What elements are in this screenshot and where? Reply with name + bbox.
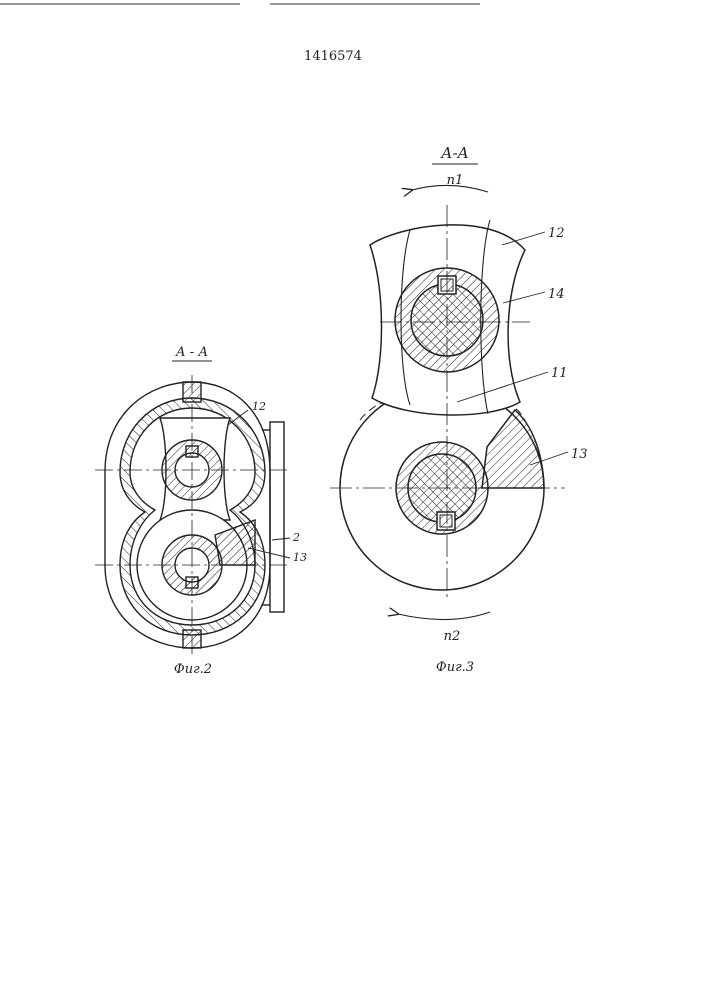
- fig2-caption: Фиг.2: [174, 662, 212, 677]
- fig2-label-12: 12: [252, 400, 266, 413]
- fig3-caption: Фиг.3: [436, 660, 474, 675]
- fig3-label-14: 14: [548, 287, 565, 302]
- fig3-rotation-bottom: n2: [444, 629, 461, 644]
- fig3-label-11: 11: [551, 366, 568, 381]
- fig3-label-13: 13: [571, 447, 588, 462]
- fig3-section-label: А-А: [440, 144, 469, 162]
- fig2-side-plate: [270, 422, 284, 612]
- fig3-labels: 12 14 11 13: [548, 226, 588, 462]
- fig3-label-12: 12: [548, 226, 565, 241]
- figure-3: А-А n1: [330, 144, 588, 675]
- fig2-section-label: А - А: [175, 345, 208, 360]
- fig3-rotation-arrow-bottom: [398, 612, 490, 620]
- fig2-label-13: 13: [293, 551, 307, 564]
- fig2-label-2: 2: [292, 531, 300, 544]
- figure-2: А - А: [95, 345, 307, 677]
- patent-number: 1416574: [304, 49, 362, 64]
